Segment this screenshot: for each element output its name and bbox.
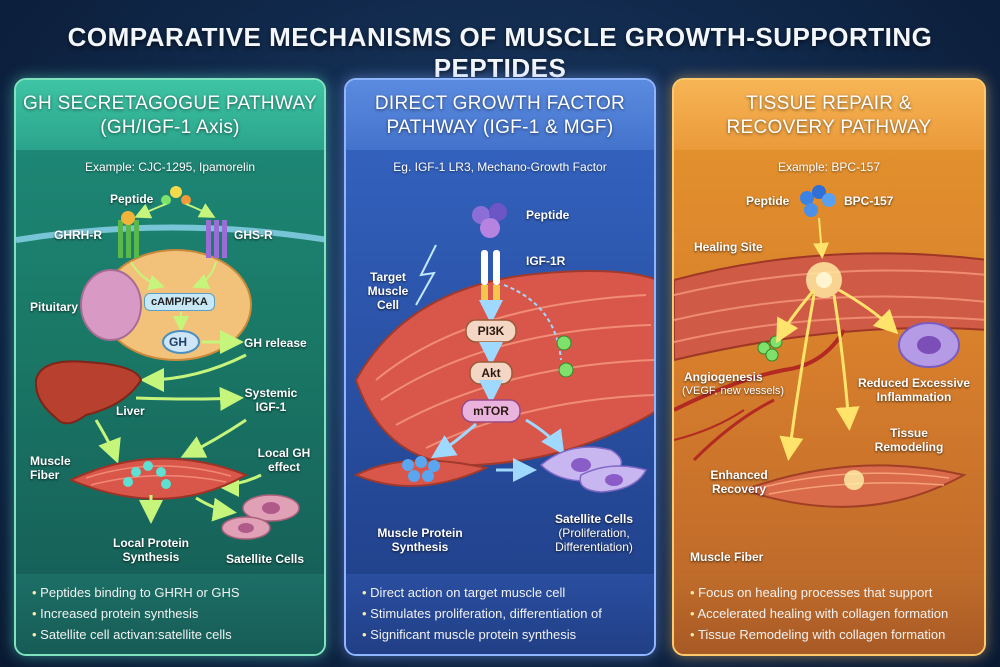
bullet-item: Stimulates proliferation, differentiatio…	[362, 603, 642, 624]
label-angiogenesis-detail: (VEGF, new vessels)	[682, 385, 785, 397]
gh-pathway-diagram	[16, 186, 324, 540]
label-peptide: Peptide	[526, 208, 570, 222]
label-bpc157: BPC-157	[844, 194, 894, 208]
label-local-protein-line2: Synthesis	[122, 550, 180, 564]
panel-tissue-repair: TISSUE REPAIR & RECOVERY PATHWAY Example…	[672, 78, 986, 656]
label-akt: Akt	[481, 366, 501, 380]
panel-example: Eg. IGF-1 LR3, Mechano-Growth Factor	[393, 160, 607, 174]
label-igf1r: IGF-1R	[526, 254, 566, 268]
panel-header	[346, 80, 654, 150]
repair-pathway-diagram	[674, 185, 984, 508]
igf1r-receptor-icon	[481, 250, 500, 305]
label-peptide: Peptide	[110, 192, 154, 206]
panel-title-line1: TISSUE REPAIR &	[746, 93, 912, 114]
igf1-pathway-diagram	[353, 203, 654, 493]
cell-membrane	[16, 224, 324, 243]
label-healing-site: Healing Site	[694, 240, 763, 254]
label-satellite-cells: Satellite Cells	[226, 552, 305, 566]
label-angiogenesis: Angiogenesis	[684, 370, 763, 384]
label-camp-pka: cAMP/PKA	[144, 293, 215, 311]
label-ghs-r: GHS-R	[234, 228, 273, 242]
bullet-item: Direct action on target muscle cell	[362, 582, 642, 603]
bullet-item: Accelerated healing with collagen format…	[690, 603, 972, 624]
gh-node	[162, 330, 200, 354]
bullet-item: Increased protein synthesis	[32, 603, 312, 624]
label-enhanced-line1: Enhanced	[710, 468, 768, 482]
label-remodel-line2: Remodeling	[874, 440, 944, 454]
bullet-item: Focus on healing processes that support	[690, 582, 972, 603]
label-sat-line1: Satellite Cells	[554, 512, 634, 526]
label-systemic-igf1-line1: Systemic	[244, 386, 298, 400]
panel-title-line2: PATHWAY (IGF-1 & MGF)	[386, 117, 614, 138]
label-target-line1: Target	[370, 270, 406, 284]
label-mps-line2: Synthesis	[391, 540, 449, 554]
label-pi3k: PI3K	[477, 324, 505, 338]
label-mps-line1: Muscle Protein	[377, 526, 463, 540]
panel-header	[16, 80, 324, 150]
bullet-item: Significant muscle protein synthesis	[362, 624, 642, 645]
pituitary-lobe-shape	[80, 269, 142, 341]
panel-bullets: Peptides binding to GHRH or GHS Increase…	[16, 574, 324, 654]
bullet-item: Peptides binding to GHRH or GHS	[32, 582, 312, 603]
label-systemic-igf1-line2: IGF-1	[255, 400, 287, 414]
ghrh-receptor-icon	[118, 211, 139, 258]
panel-title-line1: GH SECRETAGOGUE PATHWAY	[22, 93, 318, 114]
panel-title-line1: DIRECT GROWTH FACTOR	[374, 93, 626, 114]
mtor-node	[461, 399, 521, 423]
label-gh: GH	[169, 335, 187, 349]
panel-title-line2: (GH/IGF-1 Axis)	[100, 117, 240, 138]
igf1-peptide-icon	[472, 203, 507, 238]
panel-gh-secretagogue: GH SECRETAGOGUE PATHWAY (GH/IGF-1 Axis) …	[14, 78, 326, 656]
bpc157-peptide-icon	[800, 185, 836, 217]
label-liver: Liver	[116, 404, 145, 418]
muscle-fiber-small-shape	[353, 459, 490, 487]
bullet-item: Satellite cell activan:satellite cells	[32, 624, 312, 645]
ghs-receptor-icon	[206, 220, 227, 258]
panel-example: Example: CJC-1295, Ipamorelin	[84, 160, 256, 174]
blood-vessel	[674, 328, 846, 412]
panel-example: Example: BPC-157	[777, 160, 881, 174]
label-local-gh-line2: effect	[267, 460, 300, 474]
label-target-line2: Muscle	[367, 284, 409, 298]
label-muscle-fiber: Muscle Fiber	[690, 550, 764, 564]
label-ghrh-r: GHRH-R	[54, 228, 102, 242]
label-remodel-line1: Tissue	[890, 426, 928, 440]
label-pituitary: Pituitary	[30, 300, 79, 314]
muscle-fiber-shape	[68, 457, 249, 500]
label-local-protein-line1: Local Protein	[112, 536, 189, 550]
label-peptide: Peptide	[746, 194, 790, 208]
label-enhanced-line2: Recovery	[711, 482, 767, 496]
label-gh-release: GH release	[244, 336, 307, 350]
label-sat-line2: (Proliferation,	[558, 526, 630, 540]
label-reduced-line2: Inflammation	[876, 390, 952, 404]
panel-bullets: Direct action on target muscle cell Stim…	[346, 574, 654, 654]
panel-title-line2: RECOVERY PATHWAY	[726, 117, 932, 138]
bullet-item: Tissue Remodeling with collagen formatio…	[690, 624, 972, 645]
liver-icon	[34, 360, 143, 425]
panel-direct-growth-factor: DIRECT GROWTH FACTOR PATHWAY (IGF-1 & MG…	[344, 78, 656, 656]
peptide-molecule	[170, 186, 182, 198]
page-title: COMPARATIVE MECHANISMS OF MUSCLE GROWTH-…	[67, 22, 933, 83]
label-target-line3: Cell	[376, 298, 399, 312]
label-reduced-line1: Reduced Excessive	[857, 376, 971, 390]
panel-bullets: Focus on healing processes that support …	[674, 574, 984, 654]
label-muscle-fiber-line2: Fiber	[30, 468, 60, 482]
label-local-gh-line1: Local GH	[257, 446, 311, 460]
label-sat-line3: Differentiation)	[555, 540, 633, 554]
label-mtor: mTOR	[473, 404, 509, 418]
label-muscle-fiber-line1: Muscle	[30, 454, 71, 468]
panel-header	[674, 80, 984, 150]
